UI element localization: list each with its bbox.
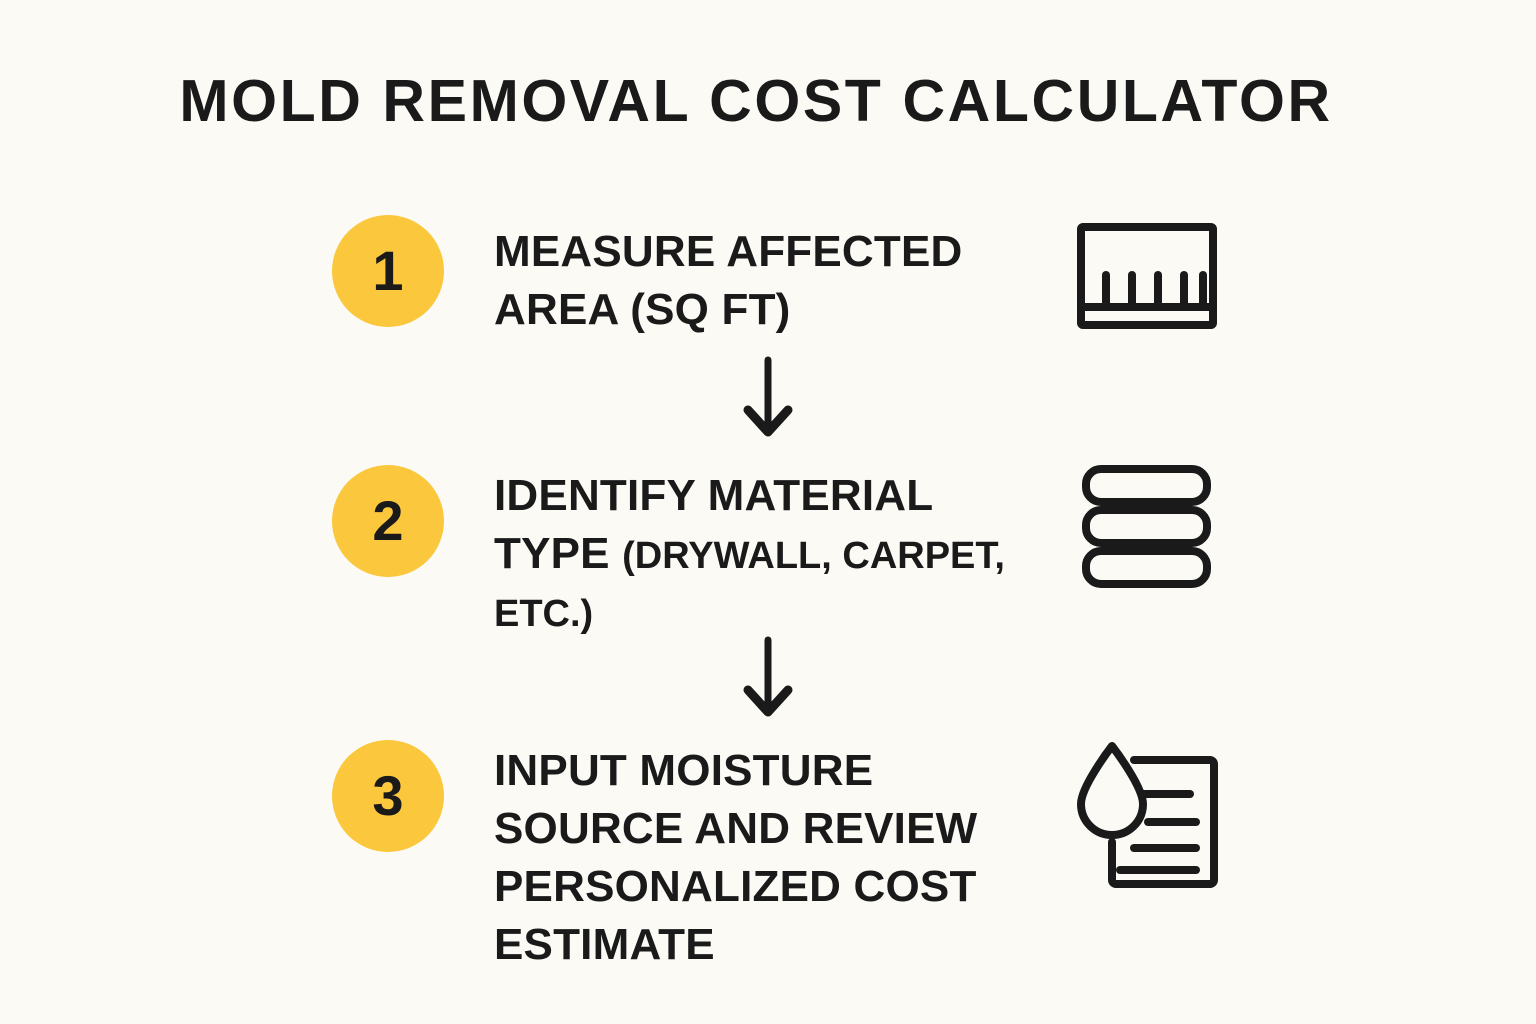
step-label-3: INPUT MOISTURE SOURCE AND REVIEW PERSONA…	[494, 742, 1054, 974]
water-drop-document-icon	[1072, 738, 1232, 898]
ruler-measuring-tape-icon	[1072, 215, 1222, 340]
page-title: MOLD REMOVAL COST CALCULATOR	[179, 68, 1333, 134]
arrow-down-icon-1	[736, 356, 800, 440]
step-label-2: IDENTIFY MATERIAL TYPE (DRYWALL, CARPET,…	[494, 467, 1054, 641]
arrow-down-icon-2	[736, 636, 800, 720]
step-label-1: MEASURE AFFECTED AREA (SQ FT)	[494, 223, 1054, 339]
step-badge-1: 1	[332, 215, 444, 327]
step-number-1: 1	[372, 239, 404, 302]
step-label-2-note: (DRYWALL, CARPET, ETC.)	[494, 535, 1005, 636]
step-number-2: 2	[372, 489, 404, 552]
step-badge-3: 3	[332, 740, 444, 852]
stacked-layers-icon	[1072, 463, 1222, 588]
step-number-3: 3	[372, 764, 404, 827]
step-label-3-main: INPUT MOISTURE SOURCE AND REVIEW PERSONA…	[494, 746, 978, 970]
step-label-2-main: IDENTIFY MATERIAL TYPE	[494, 471, 933, 579]
step-badge-2: 2	[332, 465, 444, 577]
step-label-1-main: MEASURE AFFECTED AREA (SQ FT)	[494, 227, 963, 335]
